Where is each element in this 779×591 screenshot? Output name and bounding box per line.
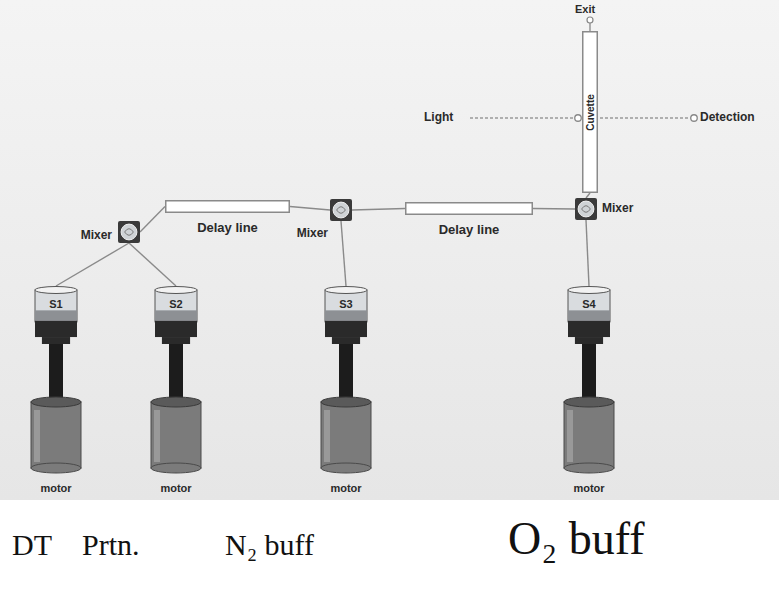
- tubing-connector: [586, 220, 589, 286]
- syringe-shape: [154, 286, 198, 344]
- tubing-connector: [586, 193, 590, 198]
- motor-label: motor: [160, 482, 191, 494]
- annotation-label: Exit: [575, 3, 595, 15]
- syringe-shape: [324, 286, 368, 344]
- tubing-connector: [129, 243, 176, 286]
- motor-label: motor: [40, 482, 71, 494]
- exit-port: [587, 17, 593, 23]
- annotation-label: Detection: [700, 111, 755, 124]
- delay-shape: [165, 200, 290, 213]
- panel-background: [0, 0, 779, 500]
- mixer-shape: [118, 221, 140, 243]
- tubing-connector: [290, 207, 330, 211]
- syringe-node: S3: [324, 286, 368, 344]
- motor-shape: [30, 396, 82, 474]
- motor-shape: [563, 396, 615, 474]
- mixer-shape: [575, 198, 597, 220]
- motor-unit: motor: [320, 396, 372, 474]
- cuvette-label: Cuvette: [585, 94, 596, 131]
- annotation-label: Light: [424, 111, 453, 124]
- mixer-label: Mixer: [602, 202, 633, 215]
- motor-label: motor: [573, 482, 604, 494]
- tubing-connector: [56, 243, 129, 286]
- delay-line: Delay line: [165, 200, 290, 213]
- detection-beam: [600, 117, 694, 118]
- delay-line: Delay line: [405, 202, 533, 215]
- tubing-connector: [533, 208, 575, 210]
- syringe-label: S3: [339, 298, 352, 310]
- syringe-node: S2: [154, 286, 198, 344]
- delay-label: Delay line: [439, 223, 500, 237]
- motor-shape: [150, 396, 202, 474]
- tubing-connector: [140, 207, 165, 233]
- delay-shape: [405, 202, 533, 215]
- plunger-rods: [49, 340, 596, 400]
- mixer-node: Mixer: [118, 221, 140, 243]
- syringe-content-label: Prtn.: [82, 528, 140, 561]
- mixer-node: Mixer: [330, 199, 352, 221]
- tubing-connector: [352, 209, 405, 211]
- motor-unit: motor: [150, 396, 202, 474]
- syringe-node: S1: [34, 286, 78, 344]
- syringe-content-label: DT: [12, 528, 52, 561]
- tubing-connector: [341, 221, 346, 286]
- motor-label: motor: [330, 482, 361, 494]
- mixer-label: Mixer: [297, 227, 328, 240]
- mixer-label: Mixer: [81, 229, 112, 242]
- exit-line: [589, 23, 590, 31]
- motor-shape: [320, 396, 372, 474]
- delay-label: Delay line: [197, 221, 258, 235]
- syringe-label: S1: [49, 298, 62, 310]
- motor-unit: motor: [563, 396, 615, 474]
- cuvette-node: Cuvette: [582, 31, 598, 193]
- motor-unit: motor: [30, 396, 82, 474]
- syringe-node: S4: [567, 286, 611, 344]
- light-beam: [470, 117, 578, 118]
- mixer-node: Mixer: [575, 198, 597, 220]
- mixer-shape: [330, 199, 352, 221]
- syringe-shape: [567, 286, 611, 344]
- syringe-content-label: O₂ buff: [508, 514, 645, 565]
- syringe-shape: [34, 286, 78, 344]
- syringe-label: S4: [582, 298, 595, 310]
- syringe-content-label: N₂ buff: [225, 528, 314, 561]
- syringe-label: S2: [169, 298, 182, 310]
